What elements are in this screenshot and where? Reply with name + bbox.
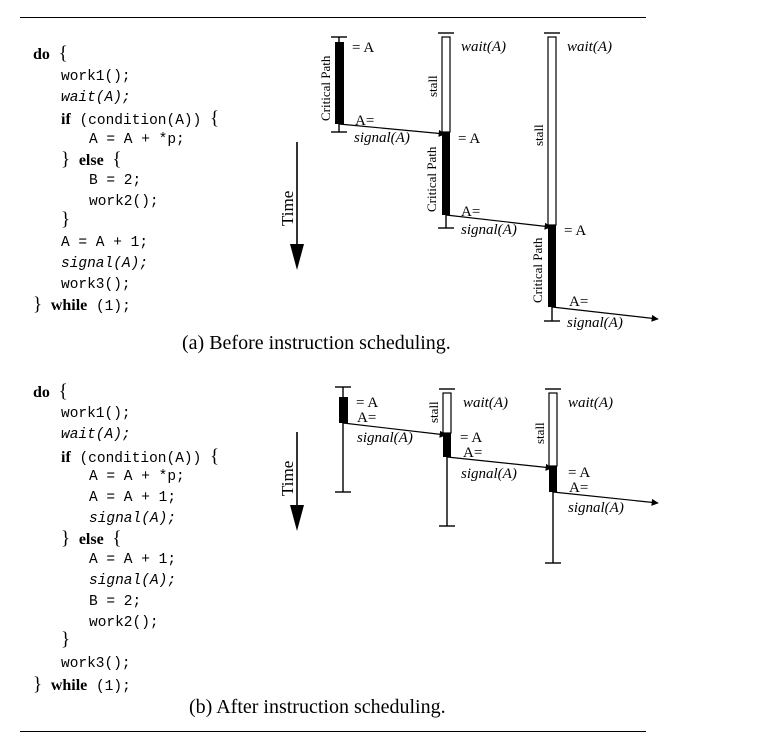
signal-arrow-3 xyxy=(551,306,659,322)
bottom-rule xyxy=(20,731,646,732)
diagram-b-labels: Time stall stall = A A= signal(A) wait(A… xyxy=(278,395,624,516)
code-line: do { xyxy=(33,381,68,402)
thread-3-stall-bar xyxy=(548,392,558,467)
thread-3-critical-path-bar xyxy=(549,466,557,492)
code-line: } while (1); xyxy=(33,294,131,315)
read-a-label: = A xyxy=(458,131,480,147)
read-a-label: = A xyxy=(352,40,374,56)
signal-label: signal(A) xyxy=(568,500,624,516)
code-line: signal(A); xyxy=(61,256,149,272)
signal-label: signal(A) xyxy=(461,466,517,482)
time-arrowhead xyxy=(290,505,304,531)
code-line: work3(); xyxy=(61,277,131,293)
diagram-b xyxy=(290,386,659,564)
code-line: B = 2; xyxy=(89,594,142,610)
wait-label: wait(A) xyxy=(568,395,613,411)
top-rule xyxy=(20,17,646,18)
signal-label: signal(A) xyxy=(567,315,623,331)
thread-2-stall-bar xyxy=(441,36,451,133)
time-label: Time xyxy=(278,191,297,226)
code-line: if (condition(A)) { xyxy=(61,446,220,467)
signal-arrow-1 xyxy=(342,422,447,438)
diagram-a-labels: Time Critical Path Critical Path Critica… xyxy=(278,39,623,331)
time-arrowhead xyxy=(290,244,304,270)
code-line: A = A + 1; xyxy=(89,552,177,568)
thread-3-stall-bar xyxy=(547,36,557,226)
read-a-label: = A xyxy=(460,430,482,446)
thread-3-critical-path-bar xyxy=(548,225,556,307)
time-label: Time xyxy=(278,461,297,496)
code-line: A = A + 1; xyxy=(89,490,177,506)
signal-label: signal(A) xyxy=(357,430,413,446)
critical-path-label: Critical Path xyxy=(318,55,333,121)
code-line: A = A + 1; xyxy=(61,235,149,251)
caption-a: (a) Before instruction scheduling. xyxy=(182,332,451,354)
diagram-a xyxy=(290,32,659,322)
code-line: work3(); xyxy=(61,656,131,672)
code-line: signal(A); xyxy=(89,573,177,589)
code-line: B = 2; xyxy=(89,173,142,189)
code-line: wait(A); xyxy=(61,90,131,106)
code-line: } else { xyxy=(61,149,122,170)
read-a-label: = A xyxy=(564,223,586,239)
signal-arrow-2 xyxy=(446,456,553,471)
critical-path-label: Critical Path xyxy=(530,237,545,303)
signal-label: signal(A) xyxy=(461,222,517,238)
code-line: signal(A); xyxy=(89,511,177,527)
code-line: work1(); xyxy=(61,69,131,85)
signal-label: signal(A) xyxy=(354,130,410,146)
thread-2-stall-bar xyxy=(442,392,452,434)
code-line: A = A + *p; xyxy=(89,469,185,485)
read-a-label: = A xyxy=(568,465,590,481)
code-line: } while (1); xyxy=(33,674,131,695)
wait-label: wait(A) xyxy=(567,39,612,55)
write-a-label: A= xyxy=(461,204,480,220)
code-line: if (condition(A)) { xyxy=(61,108,220,129)
wait-label: wait(A) xyxy=(463,395,508,411)
signal-arrow-2 xyxy=(445,214,552,230)
code-line: wait(A); xyxy=(61,427,131,443)
write-a-label: A= xyxy=(569,480,588,496)
signal-arrow-1 xyxy=(338,123,446,137)
code-line: } else { xyxy=(61,528,122,549)
code-line: } xyxy=(61,209,71,230)
code-line: work1(); xyxy=(61,406,131,422)
thread-2-critical-path-bar xyxy=(443,433,451,457)
signal-arrow-3 xyxy=(552,491,659,506)
write-a-label: A= xyxy=(355,113,374,129)
write-a-label: A= xyxy=(357,410,376,426)
stall-label: stall xyxy=(532,422,547,444)
code-line: A = A + *p; xyxy=(89,132,185,148)
critical-path-label: Critical Path xyxy=(424,146,439,212)
stall-label: stall xyxy=(531,124,546,146)
thread-1-critical-path-bar xyxy=(339,397,348,423)
code-line: } xyxy=(61,629,71,650)
write-a-label: A= xyxy=(569,294,588,310)
stall-label: stall xyxy=(425,75,440,97)
thread-2-critical-path-bar xyxy=(442,132,450,215)
code-line: do { xyxy=(33,43,68,64)
read-a-label: = A xyxy=(356,395,378,411)
thread-1-critical-path-bar xyxy=(335,42,344,124)
caption-b: (b) After instruction scheduling. xyxy=(189,696,446,718)
stall-label: stall xyxy=(426,401,441,423)
write-a-label: A= xyxy=(463,445,482,461)
code-line: work2(); xyxy=(89,615,159,631)
code-line: work2(); xyxy=(89,194,159,210)
wait-label: wait(A) xyxy=(461,39,506,55)
